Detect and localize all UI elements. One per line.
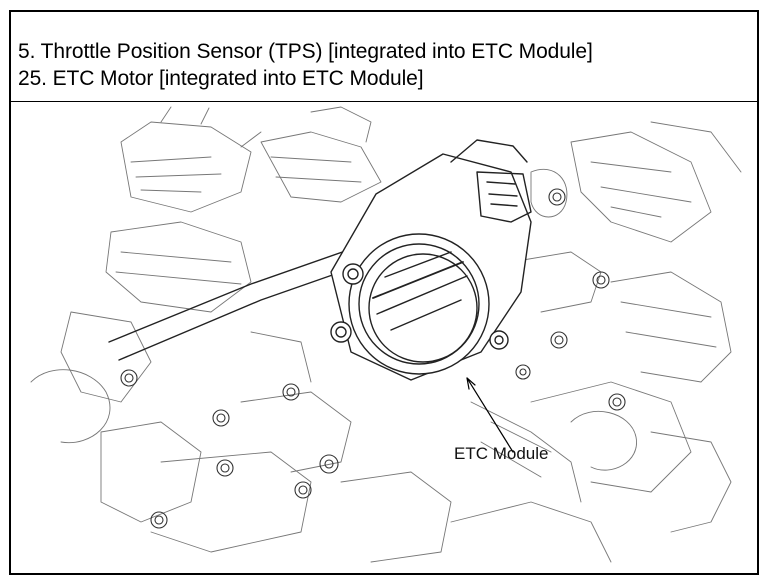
bolt-heads: [120, 188, 626, 529]
figure-frame: 5. Throttle Position Sensor (TPS) [integ…: [9, 10, 759, 575]
etc-module-body: [330, 139, 532, 381]
callout-leader-line: [466, 377, 514, 453]
engine-illustration: [30, 106, 742, 563]
caption-line-tps: 5. Throttle Position Sensor (TPS) [integ…: [18, 40, 593, 63]
etc-module-callout-label: ETC Module: [454, 444, 549, 463]
engine-line-drawing: ETC Module: [11, 102, 757, 573]
caption-header: 5. Throttle Position Sensor (TPS) [integ…: [11, 12, 757, 102]
caption-line-etc-motor: 25. ETC Motor [integrated into ETC Modul…: [18, 67, 424, 90]
